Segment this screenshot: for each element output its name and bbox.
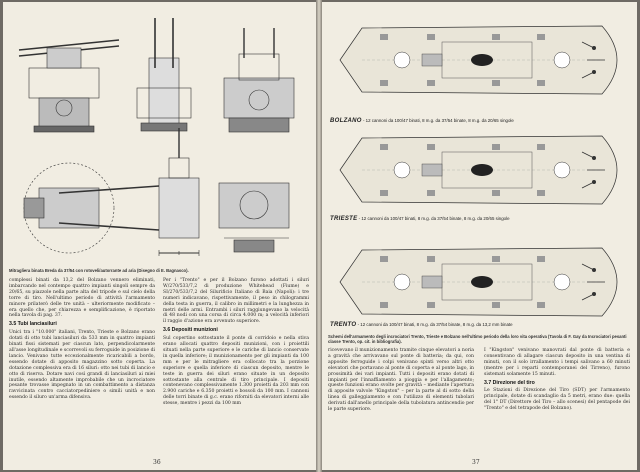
ship-plans-drawing (339, 25, 618, 317)
paragraph: Per i "Trento" e per il Bolzano furono a… (163, 278, 309, 325)
paragraph: I "Kingston" venivano manovrati dal pont… (484, 348, 630, 377)
armament: - 12 cannoni da 100/47 binati, 8 m.g. da… (363, 118, 514, 123)
armament: - 12 cannoni da 100/47 binati, 8 m.g. da… (357, 322, 513, 327)
paragraph: Le Stazioni di Direzione del Tiro (SDT) … (484, 388, 630, 412)
armament: - 12 cannoni da 100/47 binati, 8 m.g. da… (358, 216, 510, 221)
paragraph: complessi binati da 13,2 del Bolzano ven… (9, 278, 155, 319)
section-heading-depositi: 3.6 Depositi munizioni (163, 327, 218, 334)
plan-caption-bolzano: BOLZANO - 12 cannoni da 100/47 binati, 8… (330, 118, 514, 124)
figure-caption: Mitragliera binata Breda da 37/54 con ro… (9, 268, 189, 273)
left-column-2: Per i "Trento" e per il Bolzano furono a… (163, 278, 309, 407)
right-column-2: I "Kingston" venivano manovrati dal pont… (484, 348, 630, 412)
schematic-caption: Schemi dell'armamento degli incrociatori… (328, 334, 627, 344)
paragraph: ricevevano il munizionamento tramite cin… (328, 348, 474, 413)
page-number: 37 (472, 459, 480, 466)
section-heading-tubi: 3.5 Tubi lanciasiluri (9, 321, 57, 328)
plan-caption-trento: TRENTO - 12 cannoni da 100/47 binati, 8 … (330, 322, 513, 328)
ship-name: TRENTO (330, 322, 357, 328)
paragraph: Sul copertino sottostante il ponte di co… (163, 336, 309, 407)
anti-aircraft-gun-drawing (18, 18, 295, 256)
paragraph: Unici tra i "10.000" italiani, Trento, T… (9, 330, 155, 401)
right-column-1: ricevevano il munizionamento tramite cin… (328, 348, 474, 413)
ship-name: TRIESTE (330, 216, 358, 222)
section-heading-tiro: 3.7 Direzione del tiro (484, 379, 535, 386)
book-gutter (316, 0, 322, 472)
left-column-1: complessi binati da 13,2 del Bolzano ven… (9, 278, 155, 401)
ship-name: BOLZANO (330, 118, 362, 124)
plan-caption-trieste: TRIESTE - 12 cannoni da 100/47 binati, 8… (330, 216, 510, 222)
right-page: BOLZANO - 12 cannoni da 100/47 binati, 8… (322, 2, 637, 470)
page-number: 36 (153, 459, 161, 466)
left-page: Mitragliera binata Breda da 37/54 con ro… (3, 2, 316, 470)
